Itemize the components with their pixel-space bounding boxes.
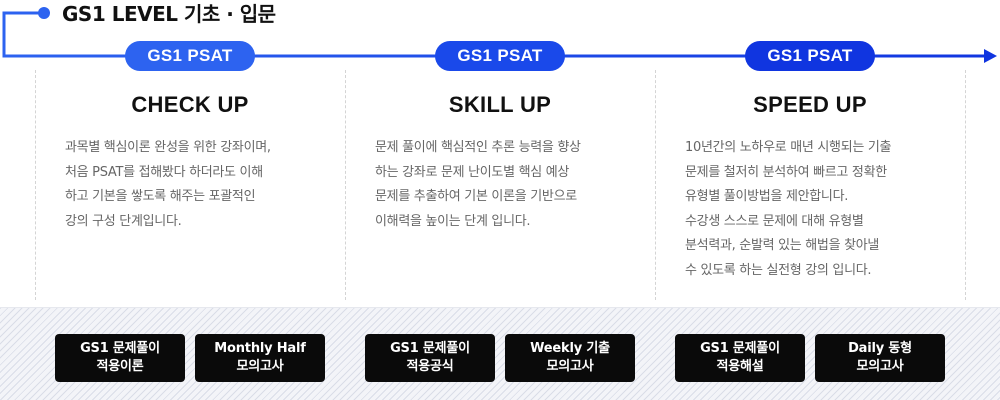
level-badge-check-up: GS1 PSAT <box>125 41 255 71</box>
description-line: 문제를 추출하여 기본 이론을 기반으로 <box>375 189 577 204</box>
description-line: 하는 강좌로 문제 난이도별 핵심 예상 <box>375 164 570 180</box>
button-label: GS1 문제풀이 <box>700 341 780 356</box>
button-label: 적용공식 <box>406 359 454 374</box>
column-divider <box>345 70 346 300</box>
button-label: GS1 문제풀이 <box>80 341 160 356</box>
course-button-monthly-half[interactable]: Monthly Half 모의고사 <box>195 334 325 382</box>
level-badge-speed-up: GS1 PSAT <box>745 41 875 71</box>
column-skill-up: SKILL UP 문제 풀이에 핵심적인 추론 능력을 향상 하는 강좌로 문제… <box>345 70 655 300</box>
course-button-explanation[interactable]: GS1 문제풀이 적용해설 <box>675 334 805 382</box>
course-button-weekly[interactable]: Weekly 기출 모의고사 <box>505 334 635 382</box>
column-divider <box>35 70 36 300</box>
column-description: 과목별 핵심이론 완성을 위한 강좌이며, 처음 PSAT를 접해봤다 하더라도… <box>65 136 330 234</box>
description-line: 강의 구성 단계입니다. <box>65 213 182 229</box>
button-label: GS1 문제풀이 <box>390 341 470 356</box>
column-title: SKILL UP <box>448 92 552 117</box>
column-divider <box>965 70 966 300</box>
button-label: 모의고사 <box>856 359 904 374</box>
arrow-right-icon <box>984 49 997 63</box>
course-button-formula[interactable]: GS1 문제풀이 적용공식 <box>365 334 495 382</box>
button-label: 적용해설 <box>716 359 764 374</box>
column-title: CHECK UP <box>131 92 249 117</box>
page-title: GS1 LEVEL 기초 · 입문 <box>62 2 276 26</box>
button-label: Daily 동형 <box>848 341 912 356</box>
circle-dot-icon <box>38 7 50 19</box>
button-label: 모의고사 <box>546 359 594 374</box>
description-line: 문제 풀이에 핵심적인 추론 능력을 향상 <box>375 140 581 155</box>
description-line: 문제를 철저히 분석하여 빠르고 정확한 <box>685 164 887 180</box>
description-line: 처음 PSAT를 접해봤다 하더라도 이해 <box>65 164 263 180</box>
button-label: 모의고사 <box>236 359 284 374</box>
column-description: 문제 풀이에 핵심적인 추론 능력을 향상 하는 강좌로 문제 난이도별 핵심 … <box>375 136 640 234</box>
column-speed-up: SPEED UP 10년간의 노하우로 매년 시행되는 기출 문제를 철저히 분… <box>655 70 965 300</box>
course-button-daily[interactable]: Daily 동형 모의고사 <box>815 334 945 382</box>
description-line: 유형별 풀이방법을 제안합니다. <box>685 189 849 204</box>
column-divider <box>655 70 656 300</box>
description-line: 수강생 스스로 문제에 대해 유형별 <box>685 213 864 229</box>
description-line: 과목별 핵심이론 완성을 위한 강좌이며, <box>65 140 271 155</box>
course-button-bar: GS1 문제풀이 적용이론 Monthly Half 모의고사 GS1 문제풀이… <box>0 307 1000 400</box>
level-badge-skill-up: GS1 PSAT <box>435 41 565 71</box>
course-button-concept-theory[interactable]: GS1 문제풀이 적용이론 <box>55 334 185 382</box>
button-label: 적용이론 <box>96 359 144 374</box>
button-label: Monthly Half <box>214 341 306 356</box>
description-line: 하고 기본을 쌓도록 해주는 포괄적인 <box>65 189 256 204</box>
description-line: 10년간의 노하우로 매년 시행되는 기출 <box>685 140 892 155</box>
button-label: Weekly 기출 <box>530 341 610 356</box>
column-check-up: CHECK UP 과목별 핵심이론 완성을 위한 강좌이며, 처음 PSAT를 … <box>35 70 345 300</box>
description-line: 분석력과, 순발력 있는 해법을 찾아낼 <box>685 238 880 253</box>
description-line: 이해력을 높이는 단계 입니다. <box>375 213 531 229</box>
column-description: 10년간의 노하우로 매년 시행되는 기출 문제를 철저히 분석하여 빠르고 정… <box>685 136 950 283</box>
description-line: 수 있도록 하는 실전형 강의 입니다. <box>685 262 872 278</box>
column-title: SPEED UP <box>753 92 867 117</box>
